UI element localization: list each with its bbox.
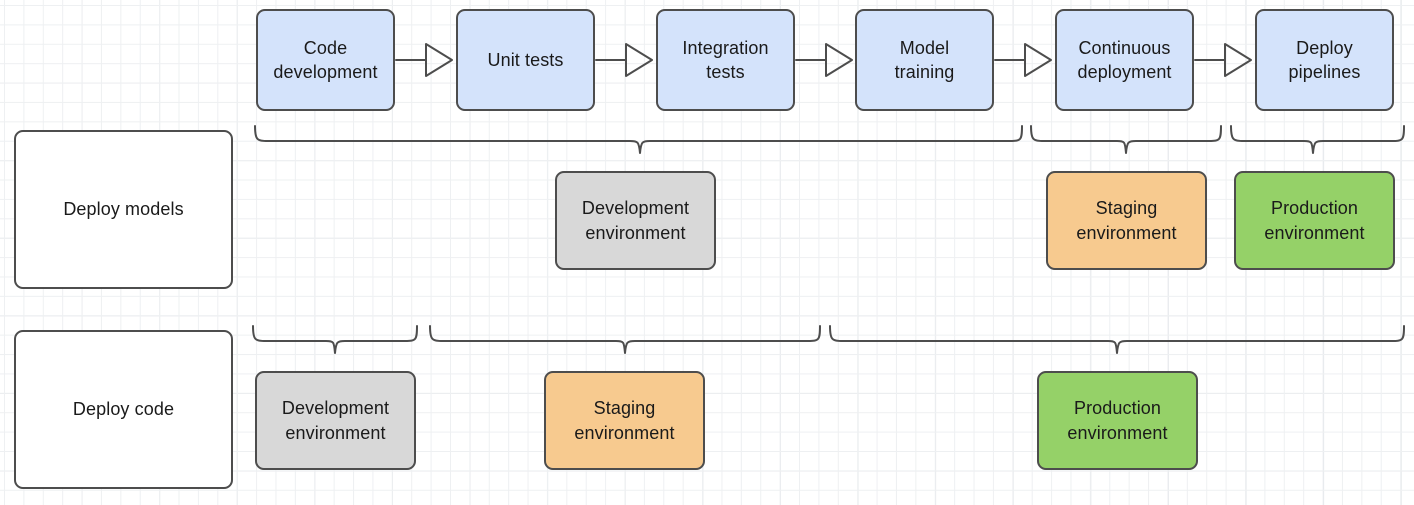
brace-deploy-models-development — [254, 125, 1023, 154]
open-arrow-icon-1 — [395, 43, 453, 77]
pipeline-step-continuous-deployment[interactable]: Continuous deployment — [1055, 9, 1194, 111]
row-label-deploy-models[interactable]: Deploy models — [14, 130, 233, 289]
deploy-code-development-environment[interactable]: Development environment — [255, 371, 416, 470]
deploy-code-production-environment[interactable]: Production environment — [1037, 371, 1198, 470]
deploy-code-staging-environment[interactable]: Staging environment — [544, 371, 705, 470]
brace-deploy-models-staging — [1030, 125, 1222, 154]
open-arrow-icon-2 — [595, 43, 653, 77]
deploy-models-production-environment[interactable]: Production environment — [1234, 171, 1395, 270]
pipeline-step-unit-tests[interactable]: Unit tests — [456, 9, 595, 111]
brace-deploy-code-staging — [429, 325, 821, 354]
pipeline-step-deploy-pipelines[interactable]: Deploy pipelines — [1255, 9, 1394, 111]
brace-deploy-code-production — [829, 325, 1405, 354]
open-arrow-icon-3 — [795, 43, 853, 77]
deploy-models-staging-environment[interactable]: Staging environment — [1046, 171, 1207, 270]
pipeline-step-integration-tests[interactable]: Integration tests — [656, 9, 795, 111]
brace-deploy-code-development — [252, 325, 418, 354]
row-label-deploy-code[interactable]: Deploy code — [14, 330, 233, 489]
open-arrow-icon-5 — [1194, 43, 1252, 77]
brace-deploy-models-production — [1230, 125, 1405, 154]
pipeline-step-model-training[interactable]: Model training — [855, 9, 994, 111]
open-arrow-icon-4 — [994, 43, 1052, 77]
pipeline-step-code-development[interactable]: Code development — [256, 9, 395, 111]
deploy-models-development-environment[interactable]: Development environment — [555, 171, 716, 270]
